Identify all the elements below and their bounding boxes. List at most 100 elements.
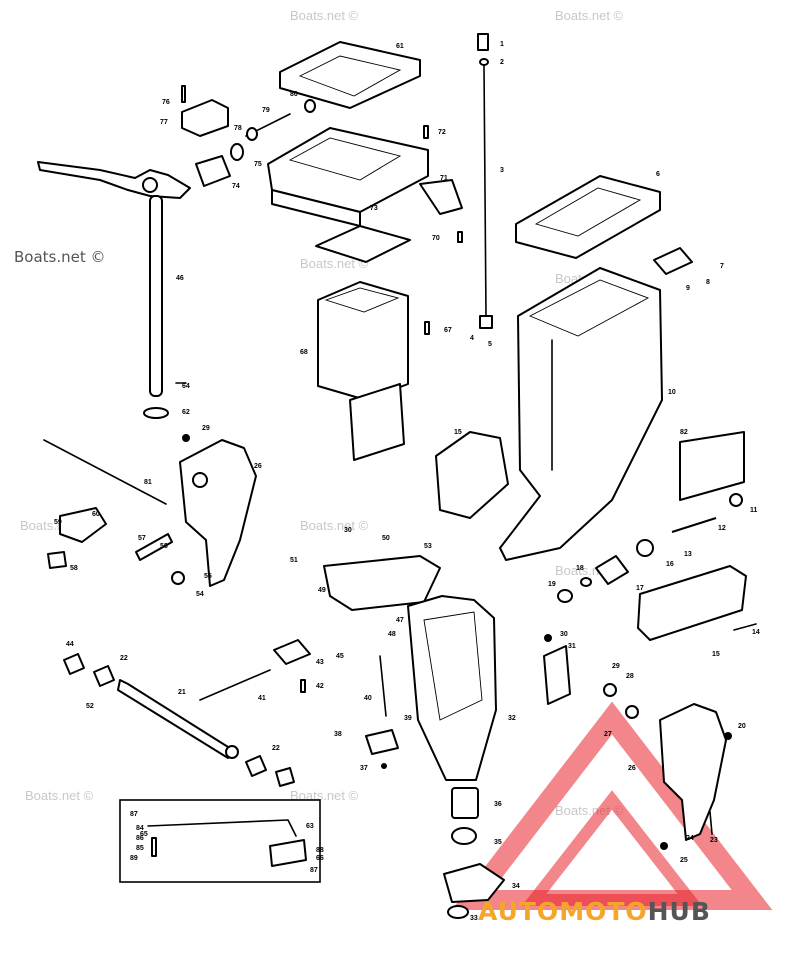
- callout-26a: 26: [254, 463, 262, 470]
- tilt-rod-61: [43, 439, 167, 505]
- washer-54: [171, 571, 185, 585]
- callout-36: 36: [494, 801, 502, 808]
- nut-30: [544, 634, 552, 642]
- shift-rod-cap: [477, 33, 489, 51]
- callout-25: 25: [680, 857, 688, 864]
- callout-7: 7: [720, 263, 724, 270]
- swivel-bracket: [199, 555, 497, 781]
- logo-auto: AUTO: [478, 897, 559, 926]
- shift-rod-seal: [479, 58, 489, 66]
- mount-cover-right: [637, 565, 747, 641]
- clamp-58: [47, 551, 67, 569]
- callout-88: 88: [316, 847, 324, 854]
- callout-73: 73: [370, 205, 378, 212]
- callout-30b: 30: [560, 631, 568, 638]
- callout-4: 4: [470, 335, 474, 342]
- callout-27: 27: [604, 731, 612, 738]
- callout-67: 67: [444, 327, 452, 334]
- callout-58: 58: [70, 565, 78, 572]
- screw-85: [151, 837, 157, 857]
- callout-44: 44: [66, 641, 74, 648]
- callout-84: 84: [136, 825, 144, 832]
- callout-56: 56: [160, 543, 168, 550]
- callout-14: 14: [752, 629, 760, 636]
- screw-67: [424, 321, 430, 335]
- inset-frame: [119, 799, 321, 883]
- nut-29: [182, 434, 190, 442]
- manifold-cavity: [288, 137, 402, 181]
- exhaust-tube-top: [324, 287, 400, 313]
- callout-76: 76: [162, 99, 170, 106]
- plate-7-9: [653, 247, 693, 275]
- callout-29b: 29: [612, 663, 620, 670]
- watermark-center-mid: Boats.net ©: [300, 518, 369, 533]
- nut-22: [93, 665, 115, 687]
- rubber-mount-assembly: [557, 555, 629, 603]
- stern-bracket-26b: [659, 703, 727, 841]
- steering-arm: [37, 161, 191, 199]
- reverse-lock-rod-63: [147, 819, 297, 837]
- washer-33: [447, 905, 469, 919]
- steering-bushing: [195, 155, 231, 187]
- callout-41: 41: [258, 695, 266, 702]
- callout-79: 79: [262, 107, 270, 114]
- callout-87b: 87: [310, 867, 318, 874]
- callout-80: 80: [290, 91, 298, 98]
- washer-27: [625, 705, 639, 719]
- screw-42: [300, 679, 306, 693]
- callout-39: 39: [404, 715, 412, 722]
- callout-89: 89: [130, 855, 138, 862]
- callout-28: 28: [626, 673, 634, 680]
- callout-43: 43: [316, 659, 324, 666]
- callout-64: 64: [182, 383, 190, 390]
- exhaust-cover-81: [279, 41, 421, 109]
- callout-60: 60: [92, 511, 100, 518]
- nut-19: [557, 589, 573, 603]
- callout-81: 81: [144, 479, 152, 486]
- housing-top-opening: [528, 279, 650, 337]
- callout-35: 35: [494, 839, 502, 846]
- bolt-23: [709, 811, 713, 835]
- plate-82: [679, 431, 745, 501]
- mount-covers-15: [435, 431, 757, 641]
- callout-2: 2: [500, 59, 504, 66]
- callout-19: 19: [548, 581, 556, 588]
- callout-20: 20: [738, 723, 746, 730]
- swivel-bracket-body: [407, 595, 497, 781]
- nut-44: [63, 653, 85, 675]
- callout-85: 85: [136, 845, 144, 852]
- stern-bracket-left: [43, 434, 257, 587]
- steering-shaft: [149, 195, 163, 397]
- callout-23: 23: [710, 837, 718, 844]
- callout-49: 49: [318, 587, 326, 594]
- screw-14: [733, 623, 757, 631]
- link-plate: [543, 645, 571, 705]
- callout-47: 47: [396, 617, 404, 624]
- nut-11: [729, 493, 743, 507]
- callout-16: 16: [666, 561, 674, 568]
- nut-22b: [245, 755, 267, 777]
- bracket-71: [419, 179, 463, 215]
- callout-82: 82: [680, 429, 688, 436]
- callout-51: 51: [290, 557, 298, 564]
- callout-13: 13: [684, 551, 692, 558]
- block-43: [273, 639, 311, 665]
- watermark-bottom-left: Boats.net ©: [25, 788, 94, 803]
- callout-42: 42: [316, 683, 324, 690]
- logo-wordmark: AUTOMOTOHUB: [478, 897, 711, 926]
- callout-55: 55: [204, 573, 212, 580]
- stern-bracket-right: [625, 703, 732, 850]
- callout-72: 72: [438, 129, 446, 136]
- callout-21: 21: [178, 689, 186, 696]
- watermark-top-right: Boats.net ©: [555, 8, 624, 23]
- callout-46: 46: [176, 275, 184, 282]
- callout-3: 3: [500, 167, 504, 174]
- callout-48: 48: [388, 631, 396, 638]
- steering-pivot: [142, 177, 158, 193]
- callout-38: 38: [334, 731, 342, 738]
- exhaust-plate-stack: [267, 41, 463, 263]
- callout-22a: 22: [120, 655, 128, 662]
- callout-70: 70: [432, 235, 440, 242]
